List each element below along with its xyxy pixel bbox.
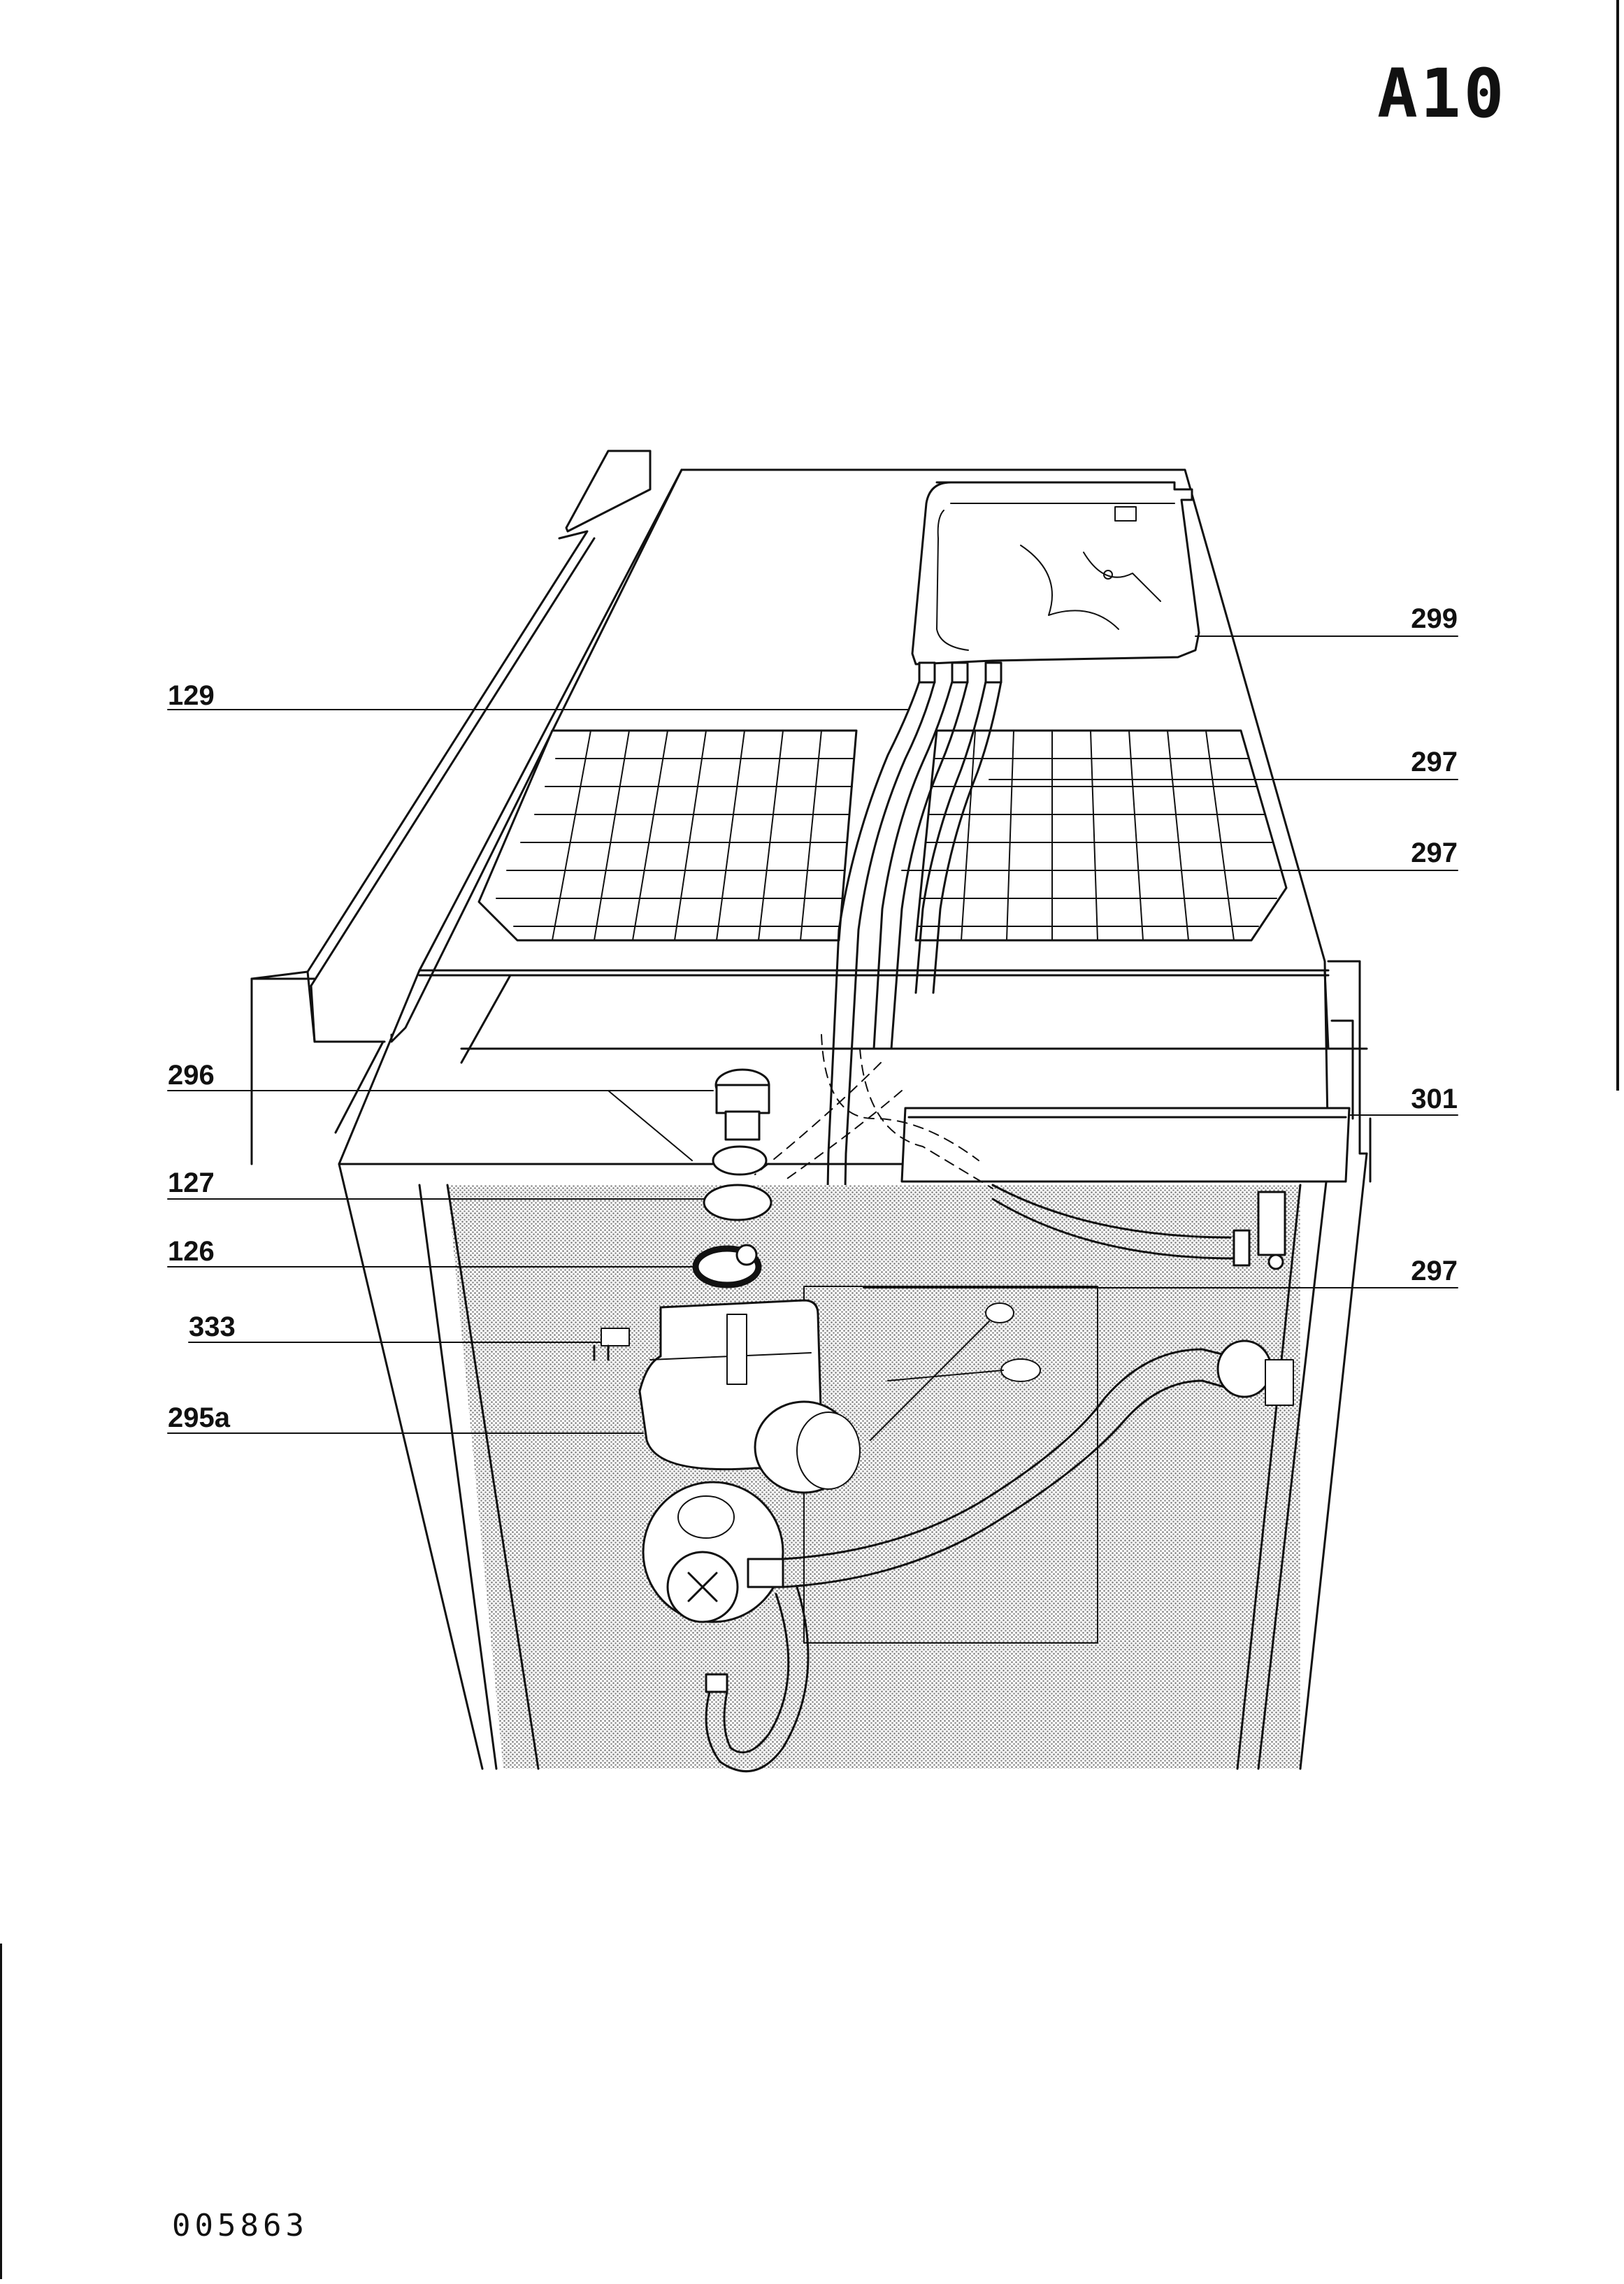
coupling-stack [692, 1068, 773, 1288]
drain-hose-right [991, 1184, 1286, 1270]
right-edge-mark [1616, 0, 1619, 1091]
callout-296: 296 [168, 1060, 215, 1091]
callout-129: 129 [168, 680, 215, 711]
left-vent-grille [477, 729, 858, 942]
callout-299: 299 [1411, 603, 1458, 634]
pump-motor [593, 1299, 861, 1494]
right-bracket [1323, 960, 1368, 1155]
return-hose [705, 1586, 810, 1773]
callout-333: 333 [189, 1312, 236, 1342]
right-vent-grille [914, 729, 1288, 942]
callout-126: 126 [168, 1236, 215, 1267]
callout-301: 301 [1411, 1084, 1458, 1114]
leader-lines [167, 635, 1458, 1434]
callout-297-middle: 297 [1411, 838, 1458, 868]
supply-hoses [824, 680, 1003, 1330]
callout-297-lower: 297 [1411, 1256, 1458, 1286]
cross-rail [900, 1107, 1372, 1183]
callout-127: 127 [168, 1168, 215, 1198]
left-side-rails [250, 450, 683, 1165]
hidden-lines [754, 1034, 993, 1189]
callout-297-upper: 297 [1411, 747, 1458, 777]
dispenser-tray [911, 481, 1200, 684]
pump-housing [642, 1481, 784, 1623]
callout-295a: 295a [168, 1402, 230, 1433]
drain-hose-loop [782, 1339, 1294, 1588]
left-edge-mark [0, 1944, 2, 2279]
page-code: A10 [1377, 55, 1507, 133]
clip-tool [870, 1302, 1041, 1441]
document-number: 005863 [172, 2208, 308, 2243]
